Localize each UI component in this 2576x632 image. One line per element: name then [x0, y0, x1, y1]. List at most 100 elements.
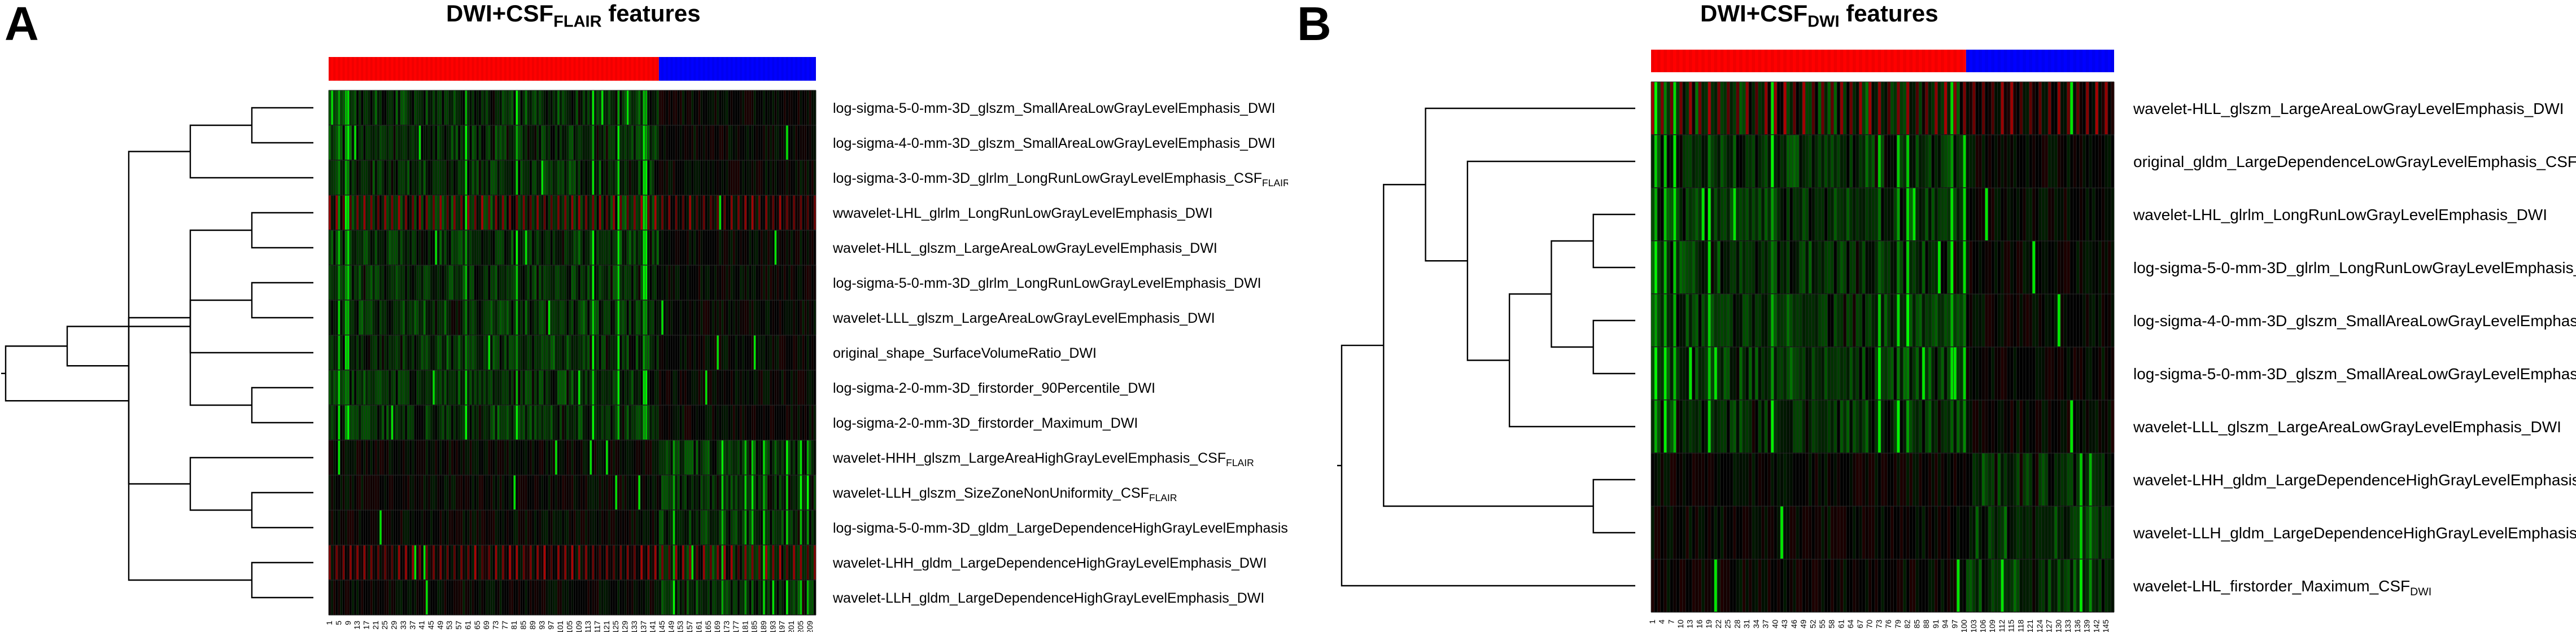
- heatmap-cell: [1708, 294, 1711, 346]
- heatmap-cell: [1701, 506, 1705, 559]
- heatmap-cell: [329, 160, 331, 195]
- heatmap-cell: [2085, 453, 2089, 506]
- heatmap-cell: [1953, 294, 1957, 346]
- heatmap-cell: [804, 90, 807, 125]
- heatmap-cell: [652, 160, 654, 195]
- heatmap-cell: [467, 195, 470, 230]
- heatmap-cell: [645, 230, 648, 265]
- heatmap-cell: [347, 510, 350, 545]
- heatmap-cell: [800, 160, 802, 195]
- group-bar-stripe: [1708, 50, 1711, 72]
- heatmap-cell: [785, 405, 789, 440]
- heatmap-cell: [1818, 82, 1822, 134]
- heatmap-cell: [560, 265, 562, 300]
- heatmap-cell: [1793, 188, 1796, 240]
- heatmap-cell: [811, 335, 814, 370]
- x-tick-label: 118: [2016, 620, 2025, 632]
- heatmap-cell: [1871, 241, 1875, 293]
- heatmap-cell: [1935, 82, 1938, 134]
- heatmap-cell: [573, 230, 576, 265]
- heatmap-cell: [1710, 400, 1714, 453]
- heatmap-cell: [548, 230, 551, 265]
- heatmap-cell: [2089, 559, 2093, 612]
- heatmap-cell: [543, 195, 546, 230]
- heatmap-cell: [1688, 506, 1692, 559]
- heatmap-cell: [1764, 188, 1768, 240]
- heatmap-cell: [329, 510, 331, 545]
- group-bar-stripe: [1651, 50, 1654, 72]
- heatmap-cell: [460, 265, 463, 300]
- heatmap-cell: [2029, 506, 2033, 559]
- heatmap-cell: [504, 90, 507, 125]
- heatmap-cell: [582, 90, 586, 125]
- heatmap-cell: [765, 125, 768, 160]
- heatmap-cell: [2076, 559, 2080, 612]
- heatmap-cell: [331, 405, 334, 440]
- heatmap-cell: [433, 160, 435, 195]
- heatmap-cell: [1726, 559, 1730, 612]
- x-tick-label: 25: [380, 621, 389, 630]
- heatmap-cell: [1774, 188, 1778, 240]
- heatmap-cell: [490, 125, 493, 160]
- heatmap-cell: [1915, 188, 1919, 240]
- heatmap-cell: [495, 125, 497, 160]
- heatmap-cell: [2095, 453, 2099, 506]
- heatmap-cells: [1651, 82, 2115, 612]
- heatmap-cell: [474, 440, 477, 475]
- heatmap-cell: [1704, 135, 1708, 187]
- heatmap-cell: [1909, 400, 1913, 453]
- heatmap-cell: [329, 230, 331, 265]
- heatmap-cell: [2105, 135, 2108, 187]
- heatmap-cell: [1717, 453, 1721, 506]
- heatmap-cell: [1704, 82, 1708, 134]
- heatmap-cell: [555, 405, 558, 440]
- heatmap-cell: [1708, 347, 1711, 400]
- heatmap-cell: [1714, 188, 1718, 240]
- heatmap-cell: [393, 545, 396, 580]
- heatmap-cell: [511, 125, 514, 160]
- x-tick-label: 101: [556, 621, 565, 632]
- heatmap-cell: [414, 230, 417, 265]
- heatmap-cell: [1657, 188, 1661, 240]
- heatmap-cell: [783, 440, 787, 475]
- group-bar-stripe: [1966, 50, 1970, 72]
- heatmap-cell: [460, 125, 463, 160]
- heatmap-cell: [564, 90, 567, 125]
- heatmap-cell: [2057, 506, 2061, 559]
- heatmap-cell: [596, 545, 599, 580]
- heatmap-cell: [1909, 82, 1913, 134]
- heatmap-cell: [1906, 188, 1910, 240]
- heatmap-cell: [531, 300, 535, 335]
- x-tick-label: 129: [621, 621, 630, 632]
- heatmap-cell: [1862, 82, 1866, 134]
- heatmap-cell: [1925, 82, 1929, 134]
- heatmap-cell: [797, 405, 800, 440]
- heatmap-cell: [1953, 82, 1957, 134]
- heatmap-cell: [599, 160, 601, 195]
- heatmap-cell: [1906, 135, 1910, 187]
- heatmap-cell: [525, 440, 528, 475]
- heatmap-cell: [776, 510, 779, 545]
- heatmap-cell: [1799, 294, 1803, 346]
- heatmap-cell: [1777, 453, 1781, 506]
- heatmap-cell: [520, 335, 523, 370]
- heatmap-cell: [795, 405, 798, 440]
- heatmap-cell: [1799, 188, 1803, 240]
- heatmap-cell: [465, 160, 468, 195]
- heatmap-cell: [1969, 241, 1973, 293]
- heatmap-cell: [732, 510, 736, 545]
- heatmap-cell: [728, 230, 731, 265]
- heatmap-cell: [331, 230, 334, 265]
- heatmap-cell: [562, 545, 565, 580]
- heatmap-cell: [1695, 453, 1699, 506]
- heatmap-cell: [689, 580, 692, 615]
- group-bar-stripe: [2035, 50, 2039, 72]
- heatmap-cell: [340, 510, 343, 545]
- heatmap-cell: [647, 195, 650, 230]
- heatmap-cell: [758, 160, 761, 195]
- heatmap-cell: [543, 510, 546, 545]
- heatmap-cell: [372, 300, 376, 335]
- heatmap-cell: [1881, 559, 1885, 612]
- heatmap-cell: [705, 510, 708, 545]
- heatmap-cell: [1673, 506, 1676, 559]
